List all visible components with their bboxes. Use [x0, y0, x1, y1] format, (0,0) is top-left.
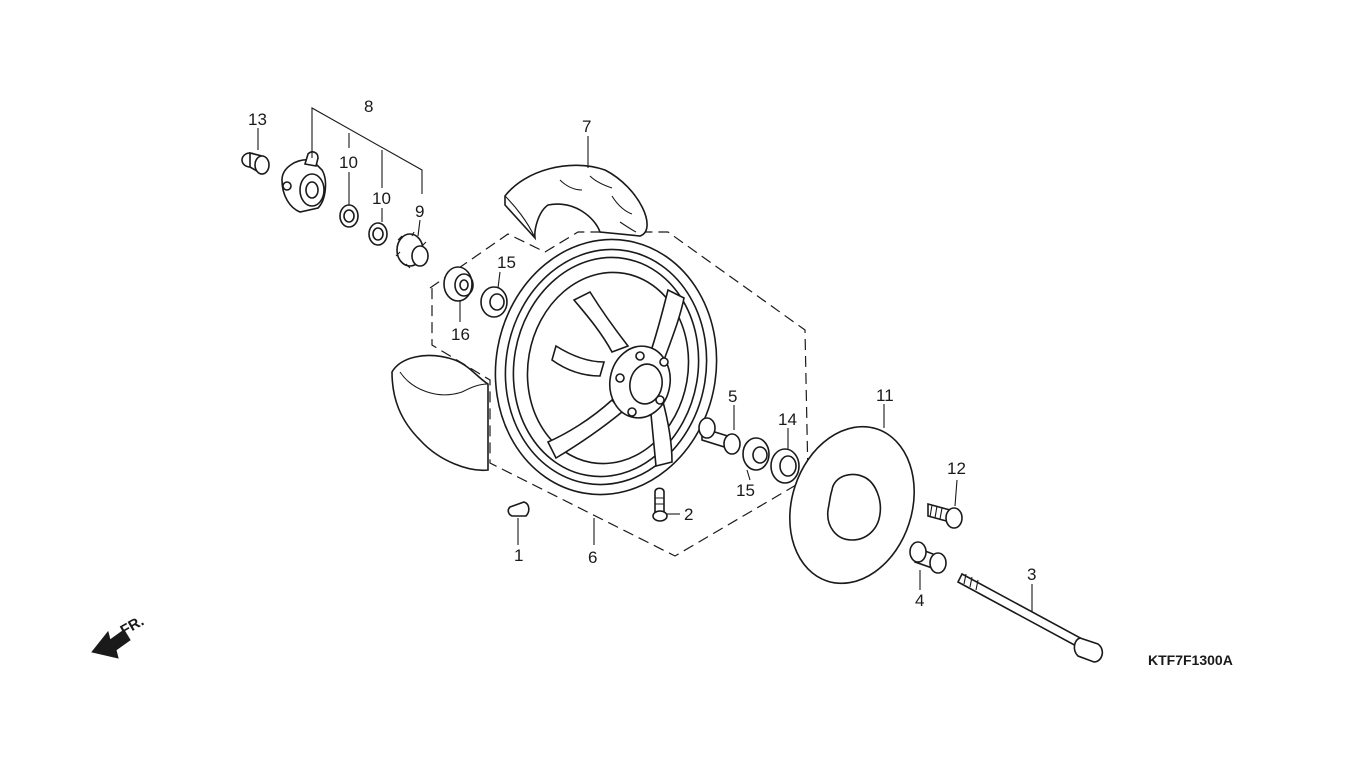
front-axle-3[interactable] [956, 572, 1104, 663]
callout-2: 2 [684, 505, 693, 524]
spacer-collar-5[interactable] [698, 417, 741, 455]
tire-upper-half[interactable] [504, 164, 648, 241]
leader-lines [257, 107, 1033, 612]
front-direction-arrow: FR. [91, 613, 147, 659]
drawing-code: KTF7F1300A [1148, 652, 1233, 668]
dust-seal-16[interactable] [443, 266, 474, 302]
callout-1: 1 [514, 546, 523, 565]
washer-10-a[interactable] [339, 204, 359, 228]
callout-10-a: 10 [339, 153, 358, 172]
callout-13: 13 [248, 110, 267, 129]
gear-9[interactable] [395, 231, 429, 269]
callout-10-b: 10 [372, 189, 391, 208]
bearing-15-right[interactable] [742, 437, 770, 471]
callout-8: 8 [364, 97, 373, 116]
speedometer-gearbox-8[interactable] [281, 151, 327, 213]
callout-16: 16 [451, 325, 470, 344]
callout-12: 12 [947, 459, 966, 478]
callout-3: 3 [1027, 565, 1036, 584]
callout-7: 7 [582, 117, 591, 136]
disc-bolt-12[interactable] [927, 502, 963, 529]
callout-14: 14 [778, 410, 797, 429]
tire-lower-half[interactable] [391, 354, 489, 472]
side-collar-4[interactable] [909, 541, 947, 574]
callout-15-a: 15 [497, 253, 516, 272]
assembly-boundary [429, 231, 809, 557]
bearing-15-left[interactable] [480, 286, 508, 318]
balance-weight-1[interactable] [507, 501, 530, 517]
callout-5: 5 [728, 387, 737, 406]
callout-9: 9 [415, 202, 424, 221]
callout-4: 4 [915, 591, 924, 610]
bolt-13[interactable] [241, 151, 270, 175]
brake-disc-11[interactable] [770, 410, 934, 599]
front-wheel[interactable] [475, 222, 736, 512]
washer-10-b[interactable] [368, 222, 388, 246]
oil-seal-14[interactable] [770, 448, 800, 484]
callout-11: 11 [876, 386, 894, 405]
callout-6: 6 [588, 548, 597, 567]
callout-15-b: 15 [736, 481, 755, 500]
callout-labels: 13 8 10 10 9 7 15 16 5 14 15 11 12 4 3 1… [248, 97, 1036, 610]
tire-valve-2[interactable] [652, 487, 668, 522]
